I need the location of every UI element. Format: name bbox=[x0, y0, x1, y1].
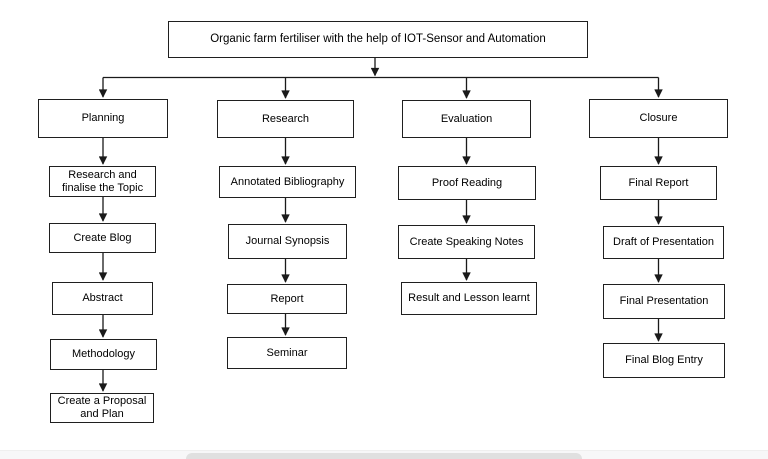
node-journal-synopsis[interactable]: Journal Synopsis bbox=[228, 224, 347, 259]
node-project-title[interactable]: Organic farm fertiliser with the help of… bbox=[168, 21, 588, 58]
node-draft-of-presentation[interactable]: Draft of Presentation bbox=[603, 226, 724, 259]
node-create-proposal-plan[interactable]: Create a Proposal and Plan bbox=[50, 393, 154, 423]
node-proof-reading[interactable]: Proof Reading bbox=[398, 166, 536, 200]
node-abstract[interactable]: Abstract bbox=[52, 282, 153, 315]
node-research[interactable]: Research bbox=[217, 100, 354, 138]
node-planning[interactable]: Planning bbox=[38, 99, 168, 138]
scrollbar-track bbox=[0, 450, 768, 459]
node-methodology[interactable]: Methodology bbox=[50, 339, 157, 370]
node-final-blog-entry[interactable]: Final Blog Entry bbox=[603, 343, 725, 378]
horizontal-scrollbar-thumb[interactable] bbox=[186, 453, 582, 459]
node-create-blog[interactable]: Create Blog bbox=[49, 223, 156, 253]
node-final-presentation[interactable]: Final Presentation bbox=[603, 284, 725, 319]
node-evaluation[interactable]: Evaluation bbox=[402, 100, 531, 138]
node-create-speaking-notes[interactable]: Create Speaking Notes bbox=[398, 225, 535, 259]
node-final-report[interactable]: Final Report bbox=[600, 166, 717, 200]
node-closure[interactable]: Closure bbox=[589, 99, 728, 138]
node-report[interactable]: Report bbox=[227, 284, 347, 314]
node-research-finalise-topic[interactable]: Research and finalise the Topic bbox=[49, 166, 156, 197]
node-result-lesson-learnt[interactable]: Result and Lesson learnt bbox=[401, 282, 537, 315]
node-seminar[interactable]: Seminar bbox=[227, 337, 347, 369]
node-annotated-bibliography[interactable]: Annotated Bibliography bbox=[219, 166, 356, 198]
